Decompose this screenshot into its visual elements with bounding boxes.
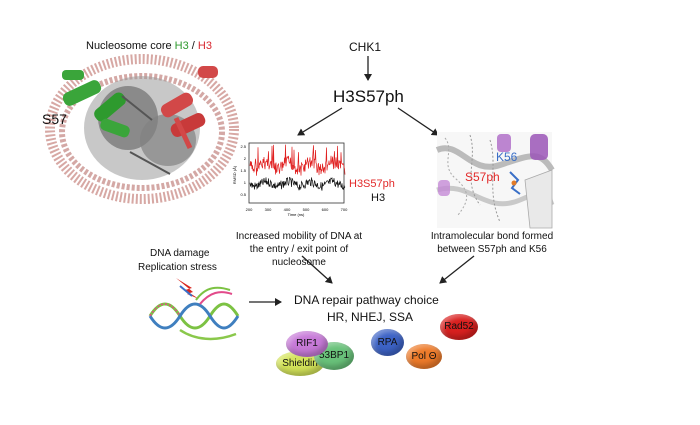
- s57-label: S57: [42, 111, 67, 127]
- rif1-protein: RIF1: [286, 331, 328, 357]
- y-tick-label: 2: [244, 156, 247, 161]
- s57ph-label: S57ph: [465, 170, 500, 184]
- x-axis-label: Time (ns): [288, 212, 305, 217]
- x-tick-label: 600: [322, 207, 329, 212]
- lightning-bolt-shadow-icon: [179, 285, 193, 297]
- series-h3-line: [249, 176, 346, 191]
- y-tick-label: 0.5: [240, 192, 246, 197]
- dna-damage-label: DNA damage: [150, 248, 210, 259]
- arrow-to-plot: [297, 107, 343, 136]
- nucleosome-structure-illustration: [45, 54, 239, 204]
- repair-pathway-title: DNA repair pathway choice: [294, 293, 439, 307]
- dna-double-helix-icon: [148, 286, 240, 341]
- chk1-label: CHK1: [349, 40, 382, 54]
- series-h3s57ph-line: [249, 144, 346, 176]
- x-tick-label: 300: [265, 207, 272, 212]
- plot-frame: [248, 142, 345, 204]
- replication-stress-label: Replication stress: [138, 262, 217, 273]
- rad52-protein: Rad52: [440, 314, 478, 340]
- caption-dna-mobility: Increased mobility of DNA at the entry /…: [235, 231, 363, 268]
- pol-theta-protein: Pol Θ: [406, 344, 442, 369]
- rpa-protein: RPA: [371, 329, 404, 356]
- rmsd-plot: 200 300 400 500 600 700 Time (ns) 0.5 1 …: [232, 142, 348, 217]
- nucleosome-core-title: Nucleosome core H3 / H3: [86, 40, 212, 52]
- caption-intramolecular-bond: Intramolecular bond formed between S57ph…: [430, 231, 554, 255]
- y-tick-label: 2.5: [240, 144, 246, 149]
- y-axis-label: RMSD (Å): [232, 165, 237, 184]
- legend-h3: H3: [371, 192, 386, 204]
- x-tick-label: 200: [246, 207, 253, 212]
- arrow-structure-to-repair: [439, 255, 475, 284]
- x-tick-label: 700: [341, 207, 348, 212]
- repair-pathway-list: HR, NHEJ, SSA: [327, 310, 414, 324]
- y-tick-label: 1.5: [240, 168, 246, 173]
- k56-label: K56: [496, 150, 518, 164]
- arrow-to-structure: [397, 107, 439, 136]
- arrow-plot-to-repair: [301, 255, 333, 284]
- y-tick-label: 1: [244, 180, 247, 185]
- legend-h3s57ph: H3S57ph: [349, 178, 395, 190]
- lightning-bolt-icon: [176, 278, 199, 299]
- structure-closeup-illustration: [435, 132, 555, 229]
- x-tick-label: 500: [303, 207, 310, 212]
- h3s57ph-label: H3S57ph: [333, 87, 404, 106]
- x-tick-label: 400: [284, 207, 291, 212]
